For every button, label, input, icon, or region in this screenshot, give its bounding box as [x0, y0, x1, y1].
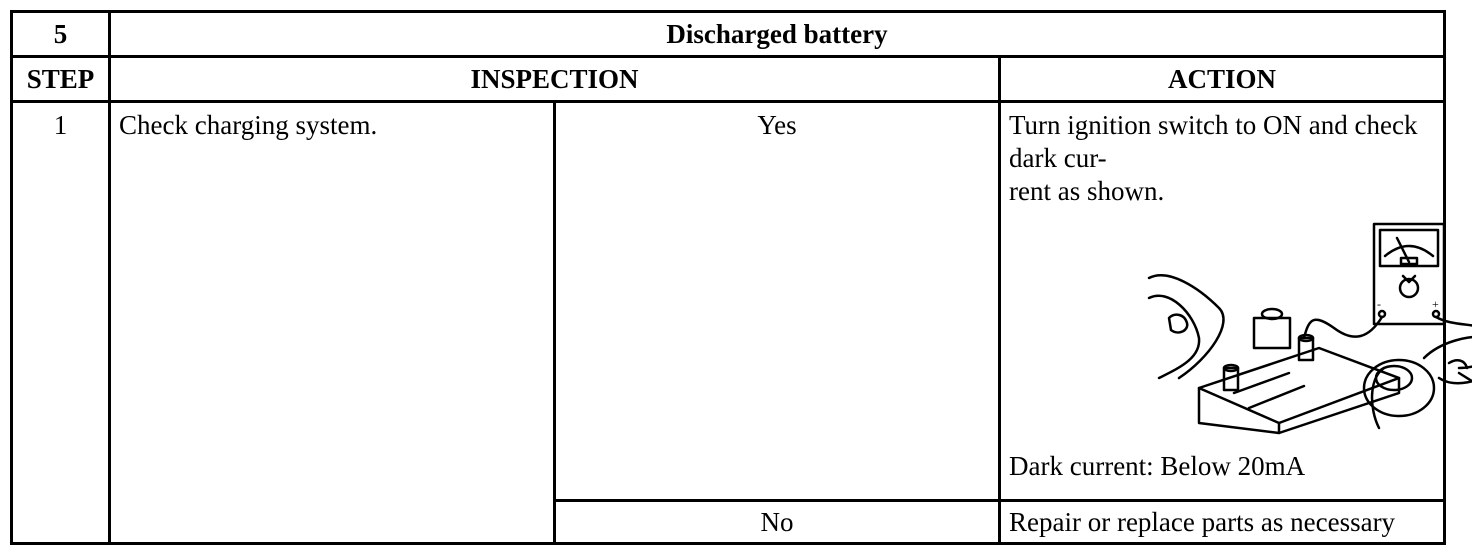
inspection-column-header: INSPECTION [108, 55, 1001, 103]
yes-label: Yes [553, 100, 1001, 502]
step-number: 1 [10, 100, 111, 545]
procedure-title: Discharged battery [108, 10, 1446, 58]
step-column-header: STEP [10, 55, 111, 103]
no-label: No [553, 499, 1001, 545]
action-column-header: ACTION [998, 55, 1446, 103]
procedure-number: 5 [10, 10, 111, 58]
svg-text:-: - [1377, 297, 1381, 311]
svg-text:+: + [1432, 297, 1439, 311]
inspection-text: Check charging system. [108, 100, 556, 545]
yes-action-line-1: Turn ignition switch to ON and check dar… [1009, 110, 1418, 173]
diagnosis-table: 5 Discharged battery STEP INSPECTION ACT… [10, 10, 1472, 545]
dark-current-spec: Dark current: Below 20mA [1009, 451, 1306, 481]
yes-action-text: Turn ignition switch to ON and check dar… [1009, 109, 1437, 208]
column-header-row: STEP INSPECTION ACTION [10, 55, 1446, 103]
no-action-text: Repair or replace parts as necessary [998, 499, 1446, 545]
battery-ammeter-icon: - + [1147, 222, 1472, 435]
table-row: No Repair or replace parts as necessary [12, 499, 1446, 545]
table-row: 1 Check charging system. Yes Turn igniti… [10, 100, 1472, 545]
yes-action-line-2: rent as shown. [1009, 176, 1165, 206]
yes-action-cell: Turn ignition switch to ON and check dar… [998, 100, 1472, 502]
title-row: 5 Discharged battery [10, 10, 1446, 58]
